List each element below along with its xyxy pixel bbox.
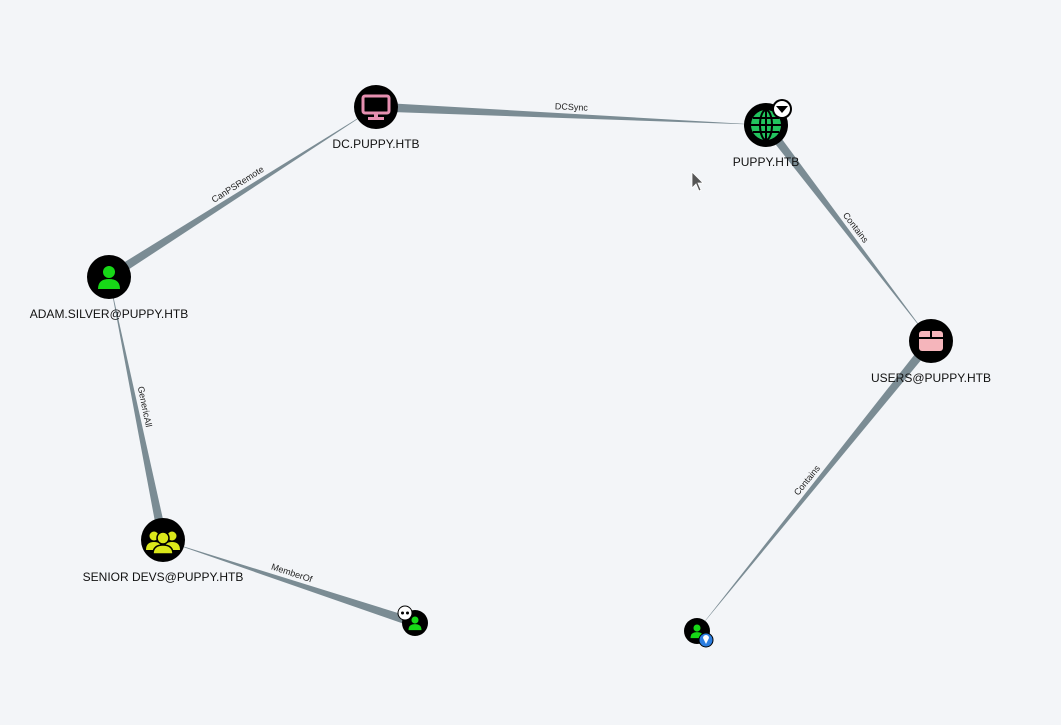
pin-badge-icon: [698, 632, 714, 648]
user-icon: [408, 616, 422, 631]
node-label: DC.PUPPY.HTB: [332, 137, 419, 151]
user-icon: [690, 624, 704, 639]
edge-label: DCSync: [555, 101, 589, 113]
node-adam[interactable]: ADAM.SILVER@PUPPY.HTB: [30, 255, 188, 321]
edge-canpsremote[interactable]: CanPSRemote: [106, 107, 377, 281]
globe-icon: [751, 109, 781, 141]
node-users[interactable]: USERS@PUPPY.HTB: [871, 319, 991, 385]
node-label: PUPPY.HTB: [733, 155, 799, 169]
node-senior[interactable]: SENIOR DEVS@PUPPY.HTB: [83, 518, 244, 584]
edge-dcsync[interactable]: DCSync: [375, 101, 766, 125]
node-domain[interactable]: PUPPY.HTB: [733, 99, 799, 169]
group-icon: [146, 531, 180, 555]
node-dc[interactable]: DC.PUPPY.HTB: [332, 85, 420, 151]
mouse-cursor-icon: [691, 171, 704, 192]
crown-badge-icon: [772, 99, 792, 119]
node-label: SENIOR DEVS@PUPPY.HTB: [83, 570, 244, 584]
node-label: USERS@PUPPY.HTB: [871, 371, 991, 385]
computer-icon: [361, 94, 391, 120]
node-label: ADAM.SILVER@PUPPY.HTB: [30, 307, 188, 321]
node-u2[interactable]: [684, 618, 714, 648]
container-icon: [919, 331, 943, 351]
user-icon: [98, 266, 120, 289]
skull-badge-icon: [397, 605, 413, 621]
node-u1[interactable]: [397, 605, 428, 636]
